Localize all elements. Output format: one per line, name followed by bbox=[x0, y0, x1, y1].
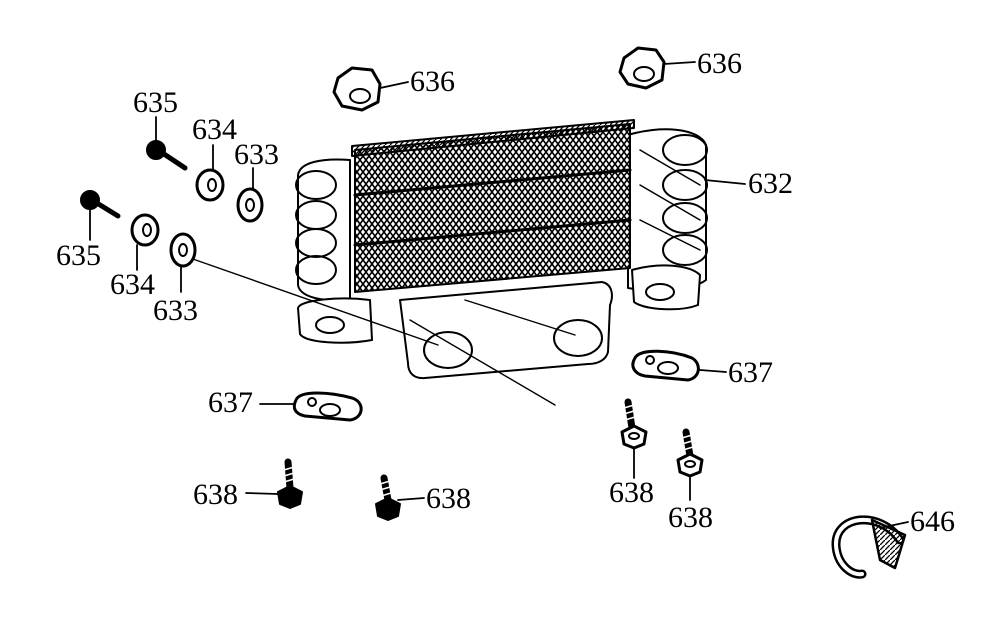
washer-icon bbox=[236, 187, 264, 223]
callout-636-left: 636 bbox=[410, 65, 455, 98]
hose-clamp-icon bbox=[831, 515, 907, 579]
callout-638-a: 638 bbox=[193, 478, 238, 511]
leader-lines bbox=[89, 61, 909, 529]
flange-nut-icon bbox=[332, 66, 382, 112]
callout-638-d: 638 bbox=[668, 501, 713, 534]
screw-icon bbox=[375, 474, 401, 521]
callout-646: 646 bbox=[910, 505, 955, 538]
collar-grommet-icon bbox=[195, 168, 225, 202]
collar-grommet-icon bbox=[130, 213, 160, 247]
callout-637-right: 637 bbox=[728, 356, 773, 389]
callout-632: 632 bbox=[748, 167, 793, 200]
callout-633-bottom: 633 bbox=[153, 294, 198, 327]
callout-635-top: 635 bbox=[133, 86, 178, 119]
oil-cooler-core-icon bbox=[295, 119, 708, 380]
bolt-icon bbox=[146, 140, 188, 171]
mount-bracket-icon bbox=[631, 349, 700, 382]
flange-nut-icon bbox=[618, 46, 666, 90]
callout-638-c: 638 bbox=[609, 476, 654, 509]
callout-638-b: 638 bbox=[426, 482, 471, 515]
callout-636-right: 636 bbox=[697, 47, 742, 80]
callout-637-left: 637 bbox=[208, 386, 253, 419]
mount-bracket-icon bbox=[292, 391, 363, 422]
callout-634-bottom: 634 bbox=[110, 268, 155, 301]
screw-icon bbox=[277, 458, 303, 509]
screw-icon bbox=[676, 428, 704, 478]
callout-634-top: 634 bbox=[192, 113, 237, 146]
washer-icon bbox=[169, 232, 197, 268]
bolt-icon bbox=[80, 190, 121, 219]
callout-635-bottom: 635 bbox=[56, 239, 101, 272]
callout-633-top: 633 bbox=[234, 138, 279, 171]
screw-icon bbox=[620, 398, 648, 450]
